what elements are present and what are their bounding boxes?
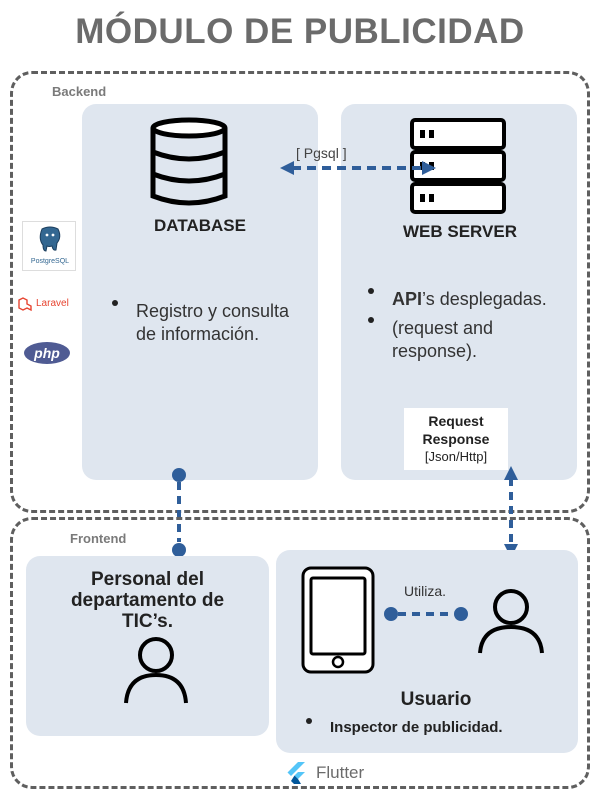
personal-title: Personal del departamento de TIC’s. [70, 569, 225, 632]
php-logo-text: php [34, 345, 60, 361]
flutter-logo: Flutter [286, 760, 396, 786]
request-label: Request [428, 413, 484, 429]
laravel-logo: Laravel [18, 296, 80, 314]
flutter-icon [287, 762, 305, 784]
response-label: Response [422, 431, 490, 447]
personal-panel [26, 556, 269, 736]
laravel-logo-text: Laravel [36, 298, 69, 309]
utiliza-connector [384, 607, 468, 621]
frontend-frame [10, 517, 590, 789]
server-icon [410, 118, 506, 214]
smartphone-icon [301, 566, 375, 674]
database-panel [82, 104, 318, 480]
php-logo: php [24, 342, 70, 364]
database-bullets: Registro y consulta de información. [108, 300, 298, 346]
frontend-label: Frontend [70, 531, 127, 546]
database-connector [172, 468, 186, 557]
web-server-bullet-2: (request and response). [364, 317, 564, 363]
flutter-logo-text: Flutter [316, 763, 365, 782]
laravel-icon [18, 297, 32, 312]
web-server-bullets: API’s desplegadas. (request and response… [364, 288, 564, 363]
user-icon [478, 589, 544, 654]
person-icon [124, 637, 188, 704]
web-server-bullet-2-text: (request and response). [392, 318, 494, 361]
backend-frame [10, 71, 590, 513]
postgresql-logo-text: PostgreSQL [30, 258, 70, 265]
pgsql-connection-label: [ Pgsql ] [296, 145, 347, 161]
request-response-box: Request Response [Json/Http] [404, 408, 508, 470]
backend-label: Backend [52, 84, 107, 99]
database-icon [150, 117, 228, 206]
usuario-title: Usuario [400, 689, 472, 710]
database-label: DATABASE [154, 216, 246, 235]
diagram-title: MÓDULO DE PUBLICIDAD [75, 12, 525, 51]
usuario-bullets: Inspector de publicidad. [302, 718, 572, 738]
web-server-label: WEB SERVER [403, 222, 517, 241]
usuario-bullet-text: Inspector de publicidad. [330, 719, 503, 736]
usuario-bullet: Inspector de publicidad. [302, 718, 572, 738]
web-server-bullet-1-text: ’s desplegadas. [422, 289, 547, 309]
json-http-label: [Json/Http] [424, 449, 488, 464]
database-bullet-text: Registro y consulta de información. [136, 301, 290, 344]
web-server-bullet-1: API’s desplegadas. [364, 288, 564, 311]
pgsql-connector-arrow [280, 161, 436, 175]
utiliza-label: Utiliza. [404, 583, 447, 599]
web-server-bullet-1-bold: API [392, 289, 423, 309]
postgresql-logo: PostgreSQL [22, 221, 76, 271]
database-bullet: Registro y consulta de información. [108, 300, 298, 346]
elephant-icon [39, 226, 61, 252]
